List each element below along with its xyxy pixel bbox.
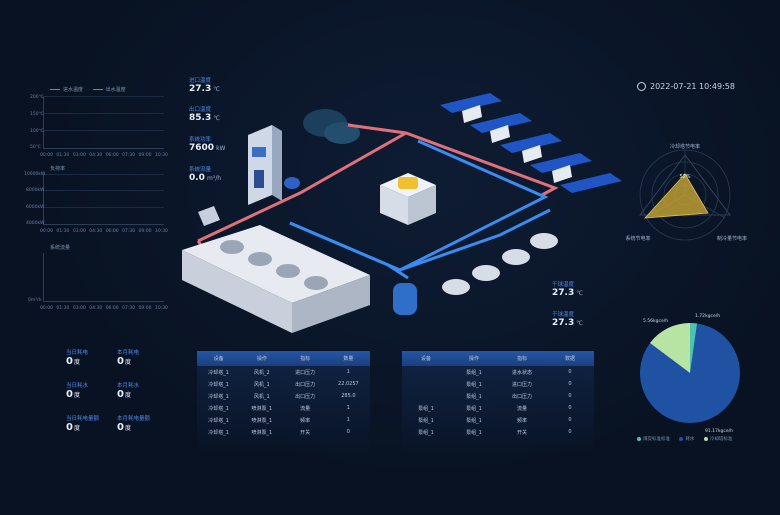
radar-label: 系统节电率	[625, 235, 650, 242]
load-rate-title: 负荷率	[50, 166, 66, 172]
pie-legend: 煤炭标准标准 耗水 冷却塔标准	[637, 436, 732, 442]
pie-label: 91.17kgce/h	[705, 428, 733, 434]
chiller-unit-group	[440, 93, 622, 193]
cooling-tower	[182, 225, 370, 333]
kpi-monthly-power: 本月耗电 0度	[117, 350, 140, 367]
pie-label: 5.56kgce/h	[643, 318, 668, 324]
kpi-monthly-water: 本月耗水 0度	[117, 383, 140, 400]
chart1-legend: 进水温度 出水温度	[50, 86, 126, 93]
legend-line-icon	[50, 89, 60, 90]
cold-water-pipe	[399, 208, 551, 272]
y-tick: 100℃	[30, 129, 44, 134]
pump-group	[442, 233, 558, 295]
kpi-daily-cost: 当日耗电量额 0度	[66, 416, 100, 433]
kpi-monthly-cost: 本月耗电量额 0度	[117, 416, 151, 433]
chiller-tank	[324, 122, 360, 144]
chart2-x-axis: 00:00 01:30 03:00 04:30 06:00 07:30 09:0…	[40, 229, 168, 234]
cloud-server-box	[408, 185, 436, 225]
pie-slice-green	[650, 323, 690, 373]
water-tank	[393, 283, 417, 315]
hot-water-pipe	[347, 123, 559, 197]
datetime-display: 2022-07-21 10:49:58	[637, 82, 735, 91]
hot-water-pipe	[197, 131, 407, 243]
cloud-server-box	[380, 185, 408, 225]
clock-icon	[637, 82, 646, 91]
small-pump	[284, 177, 300, 189]
radar-center-value: 52%	[679, 174, 690, 180]
chart3-x-axis: 00:00 01:30 03:00 04:30 06:00 07:30 09:0…	[40, 306, 168, 311]
radar-label: 制冷量节电率	[717, 235, 747, 242]
cold-water-pipe	[289, 221, 409, 280]
kpi-daily-power: 当日耗电 0度	[66, 350, 89, 367]
metric-outlet-temp: 出口温度 85.3℃	[189, 107, 220, 123]
pie-label: 1.72kgce/h	[695, 313, 720, 319]
chart1-x-axis: 00:00 01:30 03:00 04:30 06:00 07:30 09:0…	[40, 153, 168, 158]
plant-schematic-illustration	[182, 93, 622, 333]
left-table-bg	[197, 351, 370, 451]
metric-dry-bulb-1: 干球温度 27.3℃	[552, 282, 583, 298]
laptop-icon	[198, 206, 220, 226]
load-rate-chart	[43, 174, 164, 225]
cabinet-panel	[254, 170, 264, 188]
y-tick: 4000kW	[26, 221, 45, 226]
legend-line-icon	[92, 89, 103, 90]
table-header: 设备 操作 指标 数量	[197, 351, 370, 366]
y-tick: 8000kW	[26, 188, 45, 193]
radar-label: 冷却塔节电率	[670, 143, 700, 150]
y-tick: 0m³/h	[28, 298, 42, 303]
metric-dry-bulb-2: 干球温度 27.3℃	[552, 312, 583, 328]
pie-slice-teal	[690, 323, 697, 373]
metric-inlet-temp: 进口温度 27.3℃	[189, 78, 220, 94]
y-tick: 150℃	[30, 112, 44, 117]
flow-title: 系统流量	[50, 245, 71, 251]
energy-pie-chart: 5.56kgce/h 1.72kgce/h 91.17kgce/h	[640, 313, 740, 434]
y-tick: 6000kW	[26, 205, 45, 210]
system-flow-chart	[43, 253, 164, 302]
control-cabinet-side	[272, 125, 282, 201]
cloud-icon	[398, 177, 418, 189]
y-tick: 50℃	[30, 145, 41, 150]
inlet-outlet-temp-chart	[43, 96, 164, 149]
cabinet-screen	[252, 147, 266, 157]
legend-swatch-icon	[637, 436, 641, 441]
control-cabinet	[248, 125, 272, 205]
legend-swatch-icon	[703, 436, 708, 441]
radar-series	[644, 173, 709, 219]
y-tick: 200℃	[30, 95, 44, 100]
right-table-bg	[402, 351, 594, 451]
kpi-daily-water: 当日耗水 0度	[66, 383, 89, 400]
legend-swatch-icon	[679, 436, 684, 441]
table-header: 设备 操作 指标 数据	[402, 351, 594, 366]
energy-saving-radar-chart: 52% 冷却塔节电率 系统节电率 制冷量节电率	[625, 143, 747, 242]
y-tick: 10000kW	[24, 172, 46, 177]
